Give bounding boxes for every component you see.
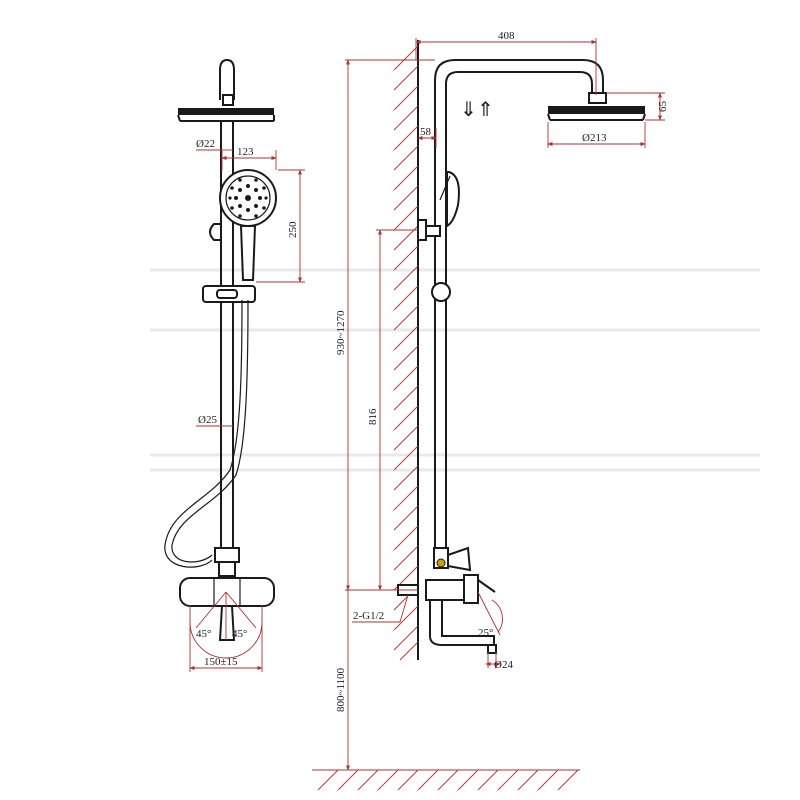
flow-down-arrow: ⇓ xyxy=(460,97,477,121)
dim-connection: 2-G1/2 xyxy=(353,610,384,622)
side-diverter xyxy=(447,546,472,572)
dim-install-height: 800~1100 xyxy=(335,667,347,712)
front-clamp xyxy=(209,223,222,241)
side-head-connector xyxy=(588,92,607,104)
dim-lever-angle-right: 45° xyxy=(232,628,247,640)
side-rain-head xyxy=(548,106,645,114)
dim-head-diameter: Ø213 xyxy=(582,132,607,144)
dim-spout-angle: 25° xyxy=(478,627,493,639)
wall-hatching xyxy=(393,45,419,661)
front-spout xyxy=(218,605,236,641)
wall xyxy=(393,40,419,661)
front-tee xyxy=(214,547,240,563)
front-top-pipe xyxy=(219,58,235,100)
dim-head-height: 65 xyxy=(657,101,669,113)
dim-rail-height: 816 xyxy=(367,408,379,425)
front-dimensions: Ø22 123 250 Ø25 45° 45° 150±15 xyxy=(189,138,305,672)
side-slider-knob xyxy=(431,282,451,302)
front-mixer xyxy=(179,577,275,607)
dim-total-height: 930~1270 xyxy=(335,310,347,355)
dim-pipe-diameter-top: Ø22 xyxy=(196,138,215,150)
dim-handshower-height: 250 xyxy=(287,221,299,238)
floor xyxy=(312,769,580,791)
dim-wall-offset: 58 xyxy=(420,126,432,138)
front-hand-shower xyxy=(219,169,277,281)
front-hose xyxy=(164,299,243,568)
front-rain-head xyxy=(178,108,274,115)
dim-center-distance: 150±15 xyxy=(204,656,238,668)
dim-handshower-width: 123 xyxy=(237,146,254,158)
front-view xyxy=(164,58,277,641)
side-wall-bracket xyxy=(417,219,427,241)
side-arm-outer xyxy=(434,59,604,122)
dim-spout-diameter: Ø24 xyxy=(494,659,513,671)
side-hand-shower xyxy=(446,171,460,228)
side-arm-inner xyxy=(445,71,593,122)
flow-up-arrow: ⇑ xyxy=(477,97,494,121)
side-dimensions: 408 65 Ø213 58 930~1270 816 2-G1/2 25° xyxy=(335,30,669,771)
front-head-connector xyxy=(222,94,234,106)
dim-lever-angle-left: 45° xyxy=(196,628,211,640)
side-mixer-body xyxy=(425,579,465,601)
side-view xyxy=(397,59,646,654)
floor-hatching xyxy=(317,769,579,791)
dim-arm-length: 408 xyxy=(498,30,515,42)
side-lever xyxy=(477,579,496,593)
dim-rail-diameter: Ø25 xyxy=(198,414,217,426)
side-spout xyxy=(429,599,495,646)
side-lever-base xyxy=(463,574,479,604)
background-watermark xyxy=(150,268,760,472)
